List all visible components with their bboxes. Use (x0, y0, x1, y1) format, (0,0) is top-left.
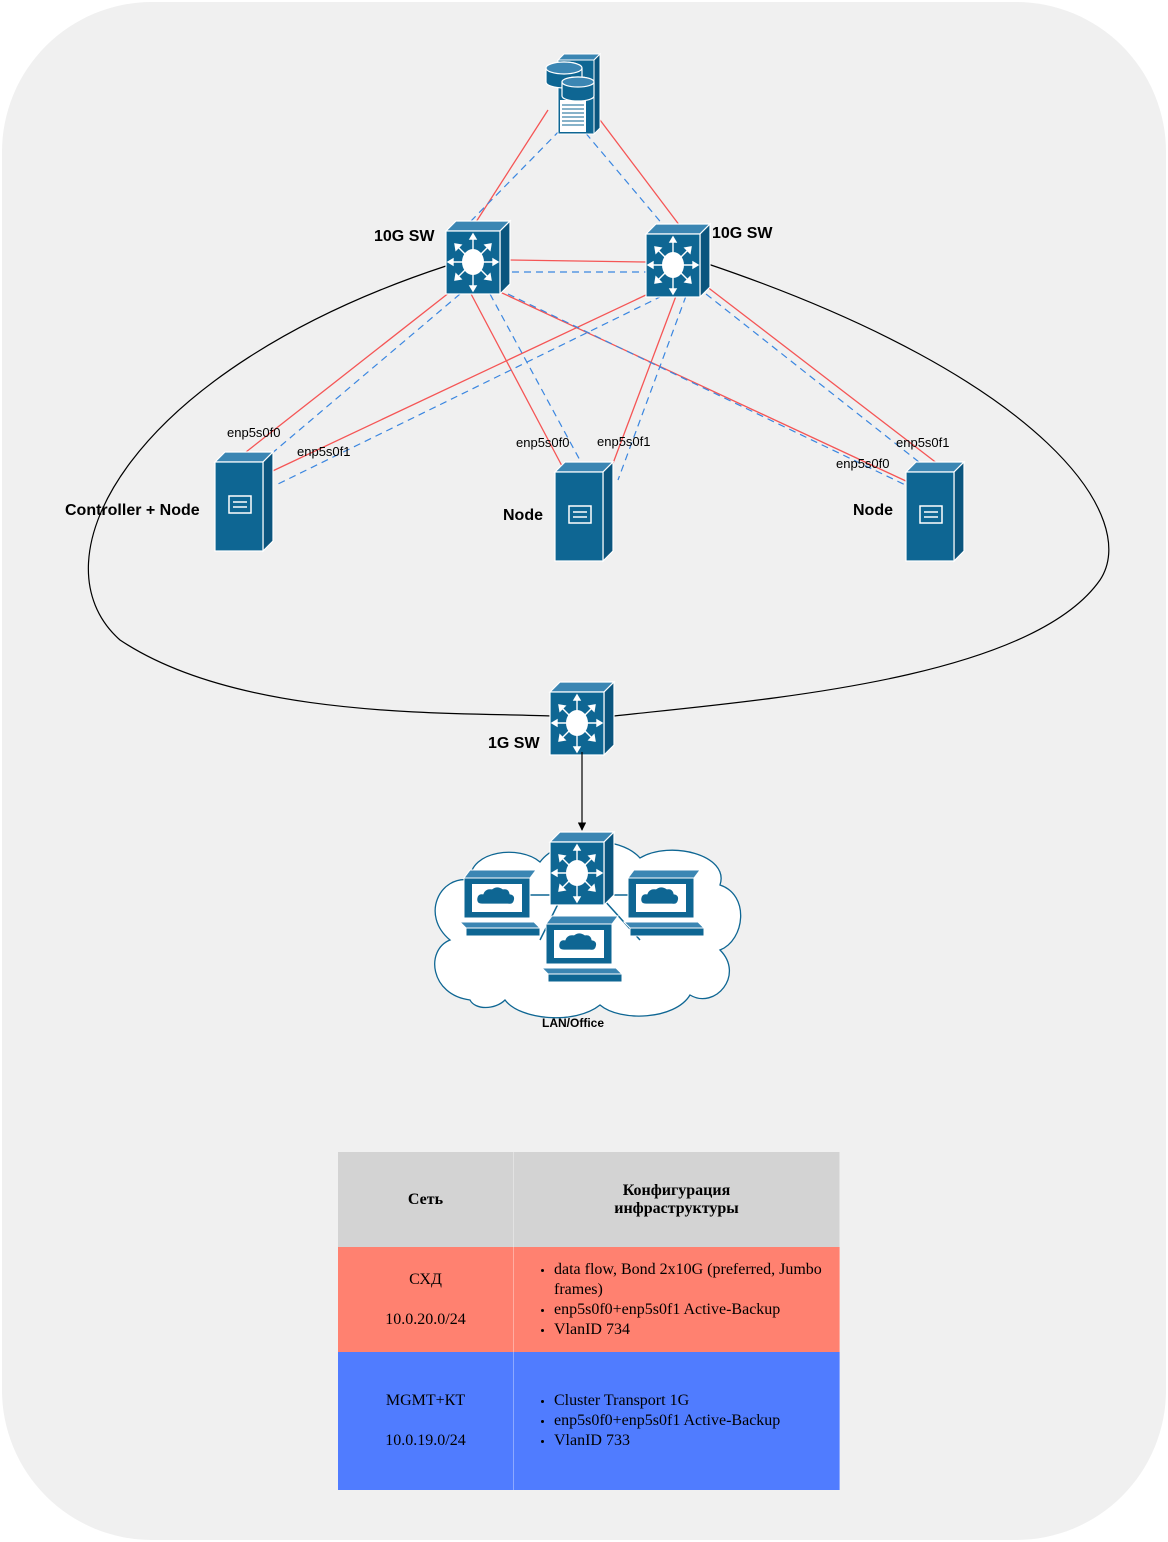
network-config-table: Сеть Конфигурация инфраструктуры СХД 10.… (338, 1152, 840, 1490)
list-item: VlanID 734 (554, 1320, 839, 1340)
network-cell: СХД 10.0.20.0/24 (338, 1247, 514, 1352)
lan-office-label: LAN/Office (542, 1016, 605, 1030)
server-node-right-label: Node (853, 502, 893, 519)
server-node-middle-label: Node (503, 507, 543, 524)
header-config: Конфигурация инфраструктуры (513, 1152, 840, 1247)
switch-10g-right-label: 10G SW (712, 225, 773, 242)
layer3-switch-icon (549, 681, 615, 756)
config-cell: Cluster Transport 1G enp5s0f0+enp5s0f1 A… (513, 1352, 840, 1490)
layer3-switch-icon (549, 831, 615, 906)
network-cell: MGMT+КТ 10.0.19.0/24 (338, 1352, 514, 1490)
config-cell: data flow, Bond 2x10G (preferred, Jumbo … (513, 1247, 840, 1352)
server-controller-label: Controller + Node (65, 502, 200, 519)
network-subnet: 10.0.20.0/24 (385, 1310, 466, 1328)
storage-array-icon (545, 52, 602, 136)
list-item: VlanID 733 (554, 1431, 839, 1451)
config-list: Cluster Transport 1G enp5s0f0+enp5s0f1 A… (514, 1391, 839, 1451)
workstation-icon (541, 915, 623, 983)
switch-1g-label: 1G SW (488, 735, 540, 752)
list-item: enp5s0f0+enp5s0f1 Active-Backup (554, 1411, 839, 1431)
interface-label: enp5s0f0 (516, 435, 570, 450)
interface-label: enp5s0f0 (836, 456, 890, 471)
interface-label: enp5s0f1 (896, 435, 950, 450)
header-network: Сеть (338, 1152, 514, 1247)
list-item: enp5s0f0+enp5s0f1 Active-Backup (554, 1300, 839, 1320)
layer3-switch-icon (445, 220, 511, 295)
mgmt-ring-link (613, 263, 1110, 717)
table-header-row: Сеть Конфигурация инфраструктуры (338, 1152, 840, 1247)
server-tower-icon (554, 461, 614, 562)
server-tower-icon (214, 451, 274, 552)
interface-label: enp5s0f0 (227, 425, 281, 440)
network-subnet: 10.0.19.0/24 (385, 1432, 466, 1449)
server-tower-icon (905, 461, 965, 562)
network-name: MGMT+КТ (385, 1392, 466, 1409)
mgmt-ring-link (87, 265, 553, 717)
list-item: Cluster Transport 1G (554, 1391, 839, 1411)
interface-label: enp5s0f1 (597, 434, 651, 449)
list-item: data flow, Bond 2x10G (preferred, Jumbo … (554, 1260, 839, 1300)
network-name: СХД (409, 1270, 442, 1288)
workstation-icon (459, 869, 541, 937)
switch-10g-left-label: 10G SW (374, 228, 435, 245)
storage-links (245, 109, 939, 483)
mgmt-links (263, 121, 925, 493)
table-row: MGMT+КТ 10.0.19.0/24 Cluster Transport 1… (338, 1352, 840, 1490)
interface-label: enp5s0f1 (297, 444, 351, 459)
layer3-switch-icon (645, 223, 711, 298)
workstation-icon (623, 869, 705, 937)
table-row: СХД 10.0.20.0/24 data flow, Bond 2x10G (… (338, 1247, 840, 1352)
config-list: data flow, Bond 2x10G (preferred, Jumbo … (514, 1260, 839, 1340)
